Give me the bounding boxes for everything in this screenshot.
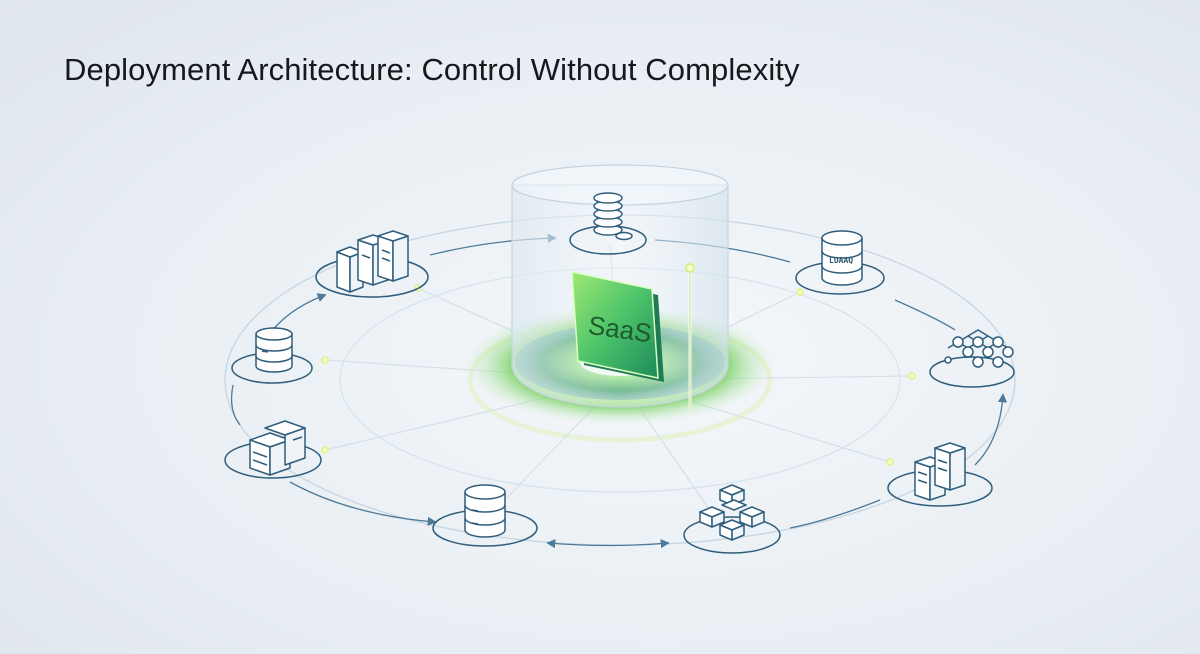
network-nodes-icon	[929, 329, 1015, 388]
database-icon: LOAAQ	[795, 230, 885, 295]
server-boxes-icon	[224, 420, 322, 479]
page-title: Deployment Architecture: Control Without…	[64, 52, 800, 87]
database-icon	[231, 327, 313, 384]
server-rack-icon	[887, 442, 993, 507]
load-database-label: LOAAQ	[829, 256, 853, 265]
server-rack-icon	[315, 230, 429, 298]
junction-dots	[321, 284, 916, 466]
saas-card[interactable]: SaaS	[571, 271, 664, 382]
database-icon	[432, 484, 538, 547]
database-stack-icon	[569, 192, 647, 255]
cube-cluster-icon	[683, 484, 781, 554]
